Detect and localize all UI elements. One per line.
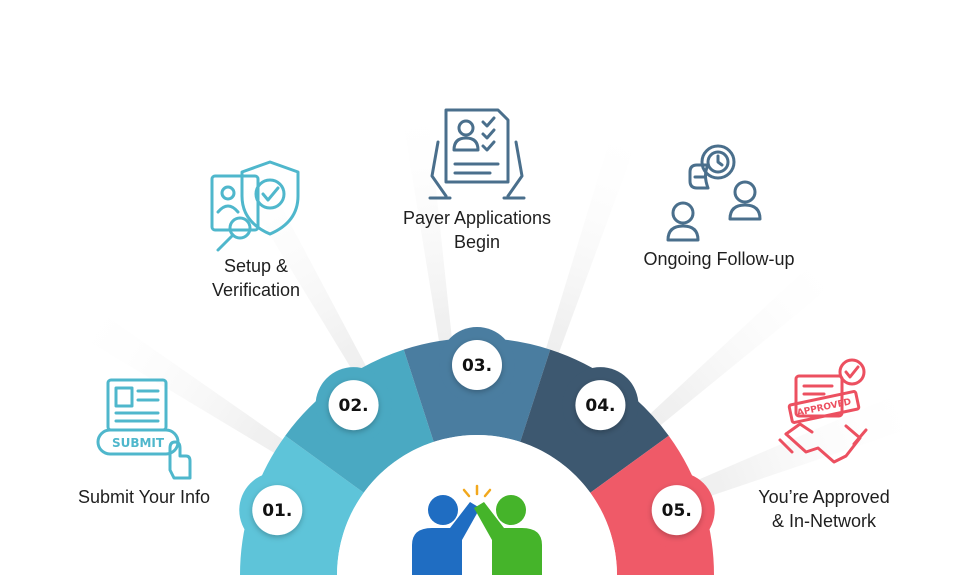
step-number-badges: 01. 02. 03. 04. 05. bbox=[252, 340, 702, 536]
step-label-4-line-1: Ongoing Follow-up bbox=[643, 249, 794, 269]
step-label-3-line-1: Payer Applications bbox=[403, 208, 551, 228]
spark-icon bbox=[462, 484, 492, 498]
step-label-2-line-2: Verification bbox=[212, 280, 300, 300]
submit-form-icon bbox=[96, 378, 192, 480]
step-label-5-line-1: You’re Approved bbox=[758, 487, 889, 507]
step-number-5: 05. bbox=[662, 501, 692, 521]
step-badge-1 bbox=[252, 485, 303, 536]
follow-up-chat-icon bbox=[666, 144, 762, 242]
submit-icon-text: SUBMIT bbox=[112, 436, 165, 450]
step-badge-2 bbox=[328, 380, 379, 431]
step-label-2-line-1: Setup & bbox=[224, 256, 288, 276]
step-label-5-line-2: & In-Network bbox=[772, 511, 877, 531]
step-badge-3 bbox=[452, 340, 502, 390]
step-label-1-line-1: Submit Your Info bbox=[78, 487, 210, 507]
step-number-4: 04. bbox=[585, 396, 615, 416]
person-blue bbox=[412, 495, 480, 575]
step-labels: Submit Your Info Setup & Verification Payer… bbox=[78, 208, 890, 531]
step-label-3-line-2: Begin bbox=[454, 232, 500, 252]
approved-handshake-icon bbox=[778, 358, 868, 464]
inner-half-circle bbox=[337, 435, 617, 575]
step-number-1: 01. bbox=[262, 501, 292, 521]
application-document-icon bbox=[428, 108, 526, 200]
step-number-3: 03. bbox=[462, 356, 492, 376]
person-green bbox=[474, 495, 542, 575]
high-five-icon bbox=[412, 484, 542, 575]
step-number-2: 02. bbox=[339, 396, 369, 416]
step-badge-5 bbox=[651, 485, 702, 536]
step-badge-4 bbox=[575, 380, 626, 431]
verification-shield-icon bbox=[210, 160, 300, 252]
